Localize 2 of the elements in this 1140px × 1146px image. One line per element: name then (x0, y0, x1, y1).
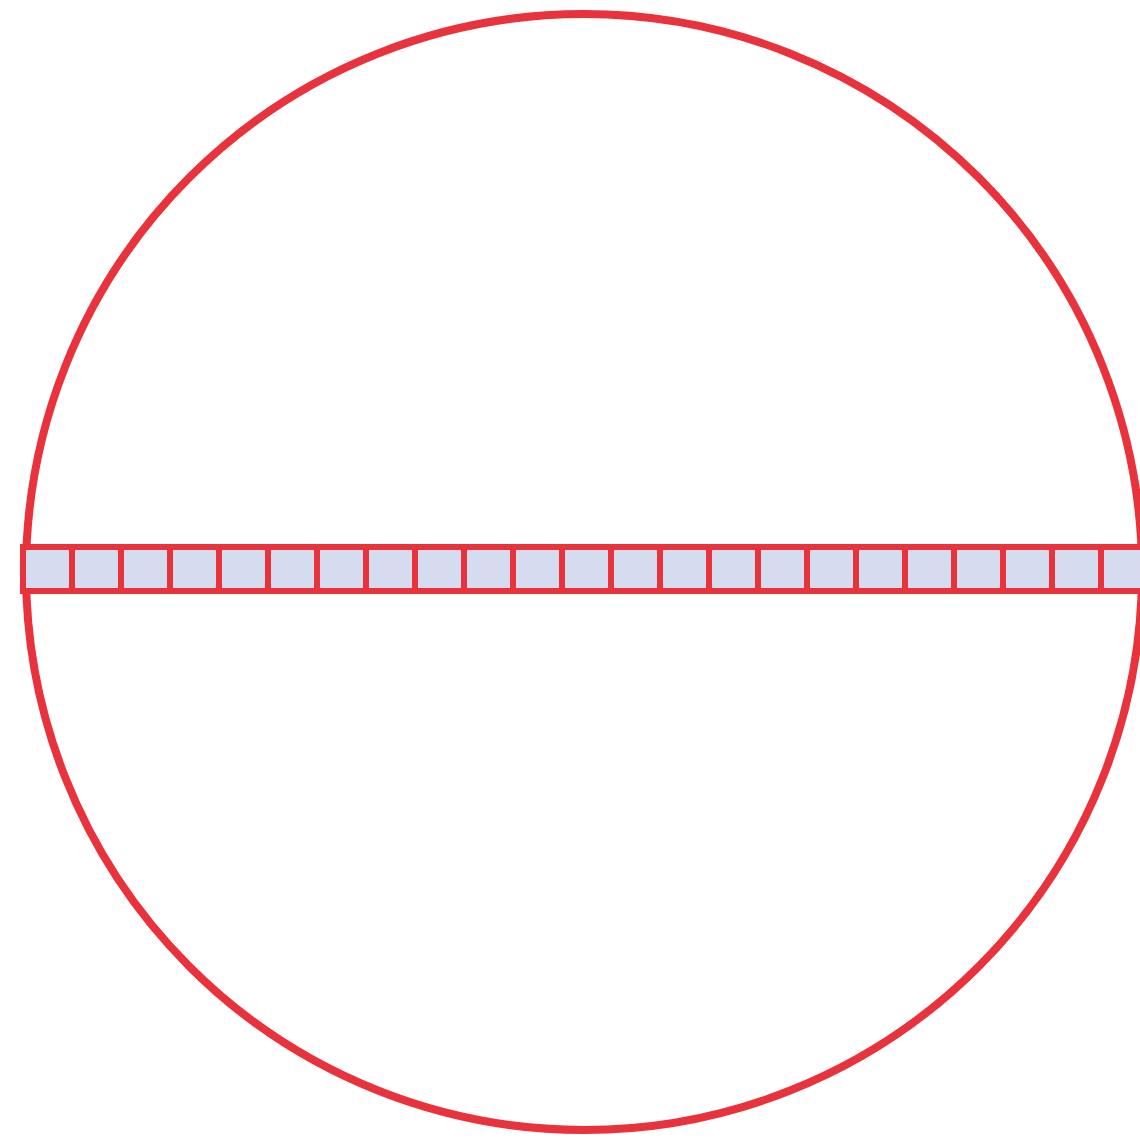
segmented-strip (20, 544, 1140, 594)
circle-outline (22, 10, 1140, 1134)
